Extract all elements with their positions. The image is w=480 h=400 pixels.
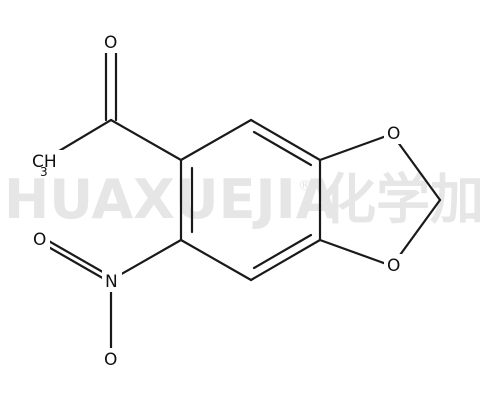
bond-o-bottom-c4 (318, 238, 394, 268)
atom-labels: O CH 3 O O O N O (30, 31, 404, 370)
atom-n-nitro: N (105, 272, 118, 292)
watermark: HUAXUEJIA ® 化学加 (4, 168, 480, 231)
bond-n-o-double-a (38, 234, 110, 277)
atom-o-nitro-bottom: O (104, 350, 117, 370)
atom-o-carbonyl: O (104, 33, 117, 53)
atom-o-ring-top: O (387, 124, 400, 144)
bond-ring-c4-c5-inner (252, 233, 313, 270)
watermark-registered-mark: ® (298, 178, 312, 194)
bond-n-o-double-b (43, 243, 115, 286)
bond-ring-c2-c3 (249, 118, 322, 162)
atom-ch3: CH (32, 152, 57, 172)
atom-o-ring-bottom: O (387, 256, 400, 276)
atom-o-nitro: O (33, 230, 46, 250)
bond-o-top-ch2 (390, 132, 442, 202)
watermark-cjk-text: 化学加 (322, 168, 480, 231)
bond-ring-c5-c6 (179, 238, 253, 282)
bond-c6-n (109, 238, 183, 282)
bond-ring-c4-c5 (249, 238, 322, 282)
bonds (38, 48, 442, 360)
bond-ring-c2-c3-inner (252, 130, 313, 167)
atom-ch3-subscript: 3 (40, 165, 48, 179)
bond-ring-c1-c2 (179, 118, 253, 162)
watermark-text: HUAXUEJIA (4, 168, 338, 231)
bond-c3-o-top (318, 132, 394, 162)
bond-c1-carbonyl-c (109, 118, 183, 162)
